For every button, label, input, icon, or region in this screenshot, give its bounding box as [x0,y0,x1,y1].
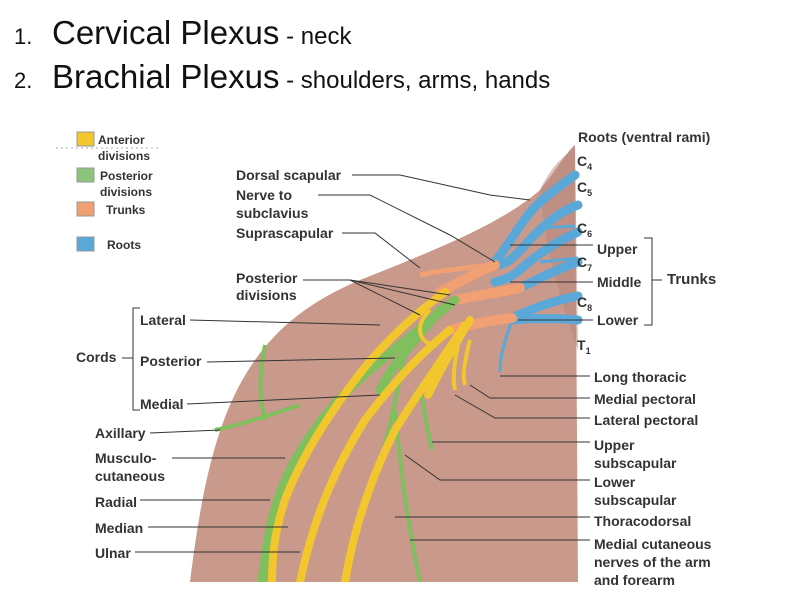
legend-swatch-posterior [76,167,95,183]
cords-group-label: Cords [76,349,117,365]
trunk-label-middle: Middle [597,274,642,290]
label-nerve-to-subclavius-2: subclavius [236,205,309,221]
roots-header: Roots (ventral rami) [578,129,710,145]
root-label-c4: C4 [577,153,592,172]
label-upper-subscapular-2: subscapular [594,455,677,471]
label-medial-cutaneous-2: nerves of the arm [594,554,711,570]
label-long-thoracic: Long thoracic [594,369,687,385]
legend: Anterior divisions Posterior divisions T… [76,131,153,252]
legend-label-posterior-1: Posterior [100,169,153,183]
trunks-group-label: Trunks [667,271,716,288]
label-lower-subscapular-1: Lower [594,474,636,490]
trunk-label-upper: Upper [597,241,638,257]
title-line-1: 1. Cervical Plexus - neck [14,14,351,52]
legend-label-anterior-1: Anterior [98,133,145,147]
label-thoracodorsal: Thoracodorsal [594,513,691,529]
top-nerve-labels: Dorsal scapular Nerve to subclavius Supr… [236,167,531,316]
anterior-nerves [268,288,474,582]
label-radial: Radial [95,494,137,510]
label-upper-subscapular-1: Upper [594,437,635,453]
label-axillary: Axillary [95,425,146,441]
label-dorsal-scapular: Dorsal scapular [236,167,342,183]
legend-label-posterior-2: divisions [100,185,152,199]
label-suprascapular: Suprascapular [236,225,334,241]
right-nerve-labels: Long thoracic Medial pectoral Lateral pe… [395,369,712,588]
suprascapular-branch [419,262,491,278]
title-number-2: 2. [14,68,33,93]
cord-label-lateral: Lateral [140,312,186,328]
label-median: Median [95,520,143,536]
root-label-c5: C5 [577,179,592,198]
root-labels: C4 C5 C6 C7 C8 T1 [577,153,592,356]
trunk-labels: Upper Middle Lower Trunks [510,237,716,328]
label-posterior-divisions-1: Posterior [236,270,298,286]
root-label-c6: C6 [577,220,592,239]
cord-label-medial: Medial [140,396,184,412]
root-label-c8: C8 [577,294,592,313]
root-label-c7: C7 [577,254,592,273]
roots-branches [498,224,579,373]
title-line-2: 2. Brachial Plexus - shoulders, arms, han… [14,58,550,96]
legend-label-anterior-2: divisions [98,149,150,163]
title-main-1: Cervical Plexus [52,14,280,51]
label-lower-subscapular-2: subscapular [594,492,677,508]
root-label-t1: T1 [577,337,591,356]
legend-swatch-anterior [76,131,95,147]
label-medial-pectoral: Medial pectoral [594,391,696,407]
legend-label-trunks: Trunks [106,203,146,217]
title-main-2: Brachial Plexus [52,58,280,95]
label-medial-cutaneous-1: Medial cutaneous [594,536,712,552]
legend-swatch-roots [76,236,95,252]
cord-labels: Cords Lateral Posterior Medial [76,307,396,412]
legend-label-roots: Roots [107,238,141,252]
anterior-thin-branches [418,308,472,391]
legend-swatch-trunks [76,201,95,217]
cord-label-posterior: Posterior [140,353,202,369]
trunk-label-lower: Lower [597,312,639,328]
label-posterior-divisions-2: divisions [236,287,297,303]
title-sub-1: - neck [279,23,352,50]
title-number-1: 1. [14,24,33,49]
label-ulnar: Ulnar [95,545,131,561]
label-lateral-pectoral: Lateral pectoral [594,412,698,428]
label-nerve-to-subclavius-1: Nerve to [236,187,292,203]
title-sub-2: - shoulders, arms, hands [279,67,551,94]
label-medial-cutaneous-3: and forearm [594,572,675,588]
label-musculocutaneous-1: Musculo- [95,450,157,466]
label-musculocutaneous-2: cutaneous [95,468,165,484]
terminal-nerve-labels: Axillary Musculo- cutaneous Radial Media… [95,425,300,561]
